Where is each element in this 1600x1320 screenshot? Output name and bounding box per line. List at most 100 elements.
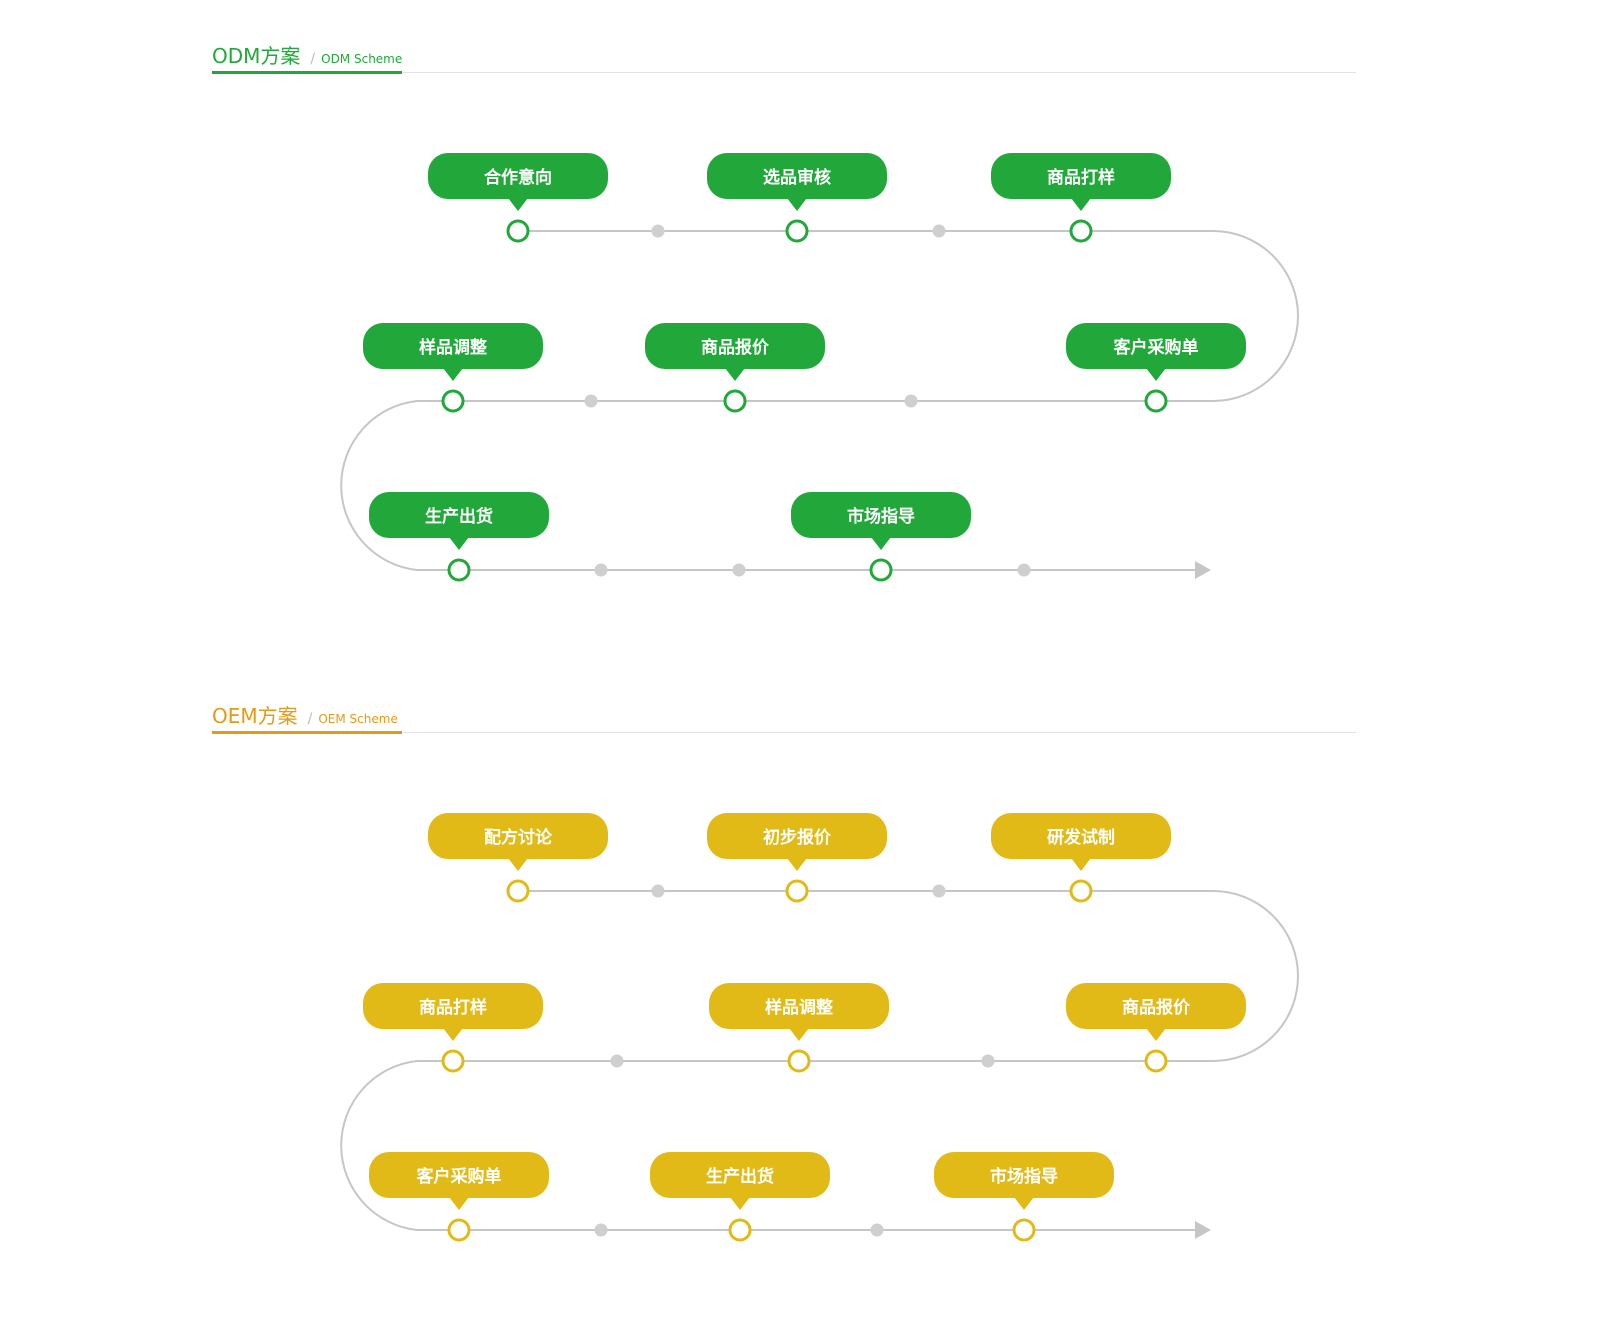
flow-dot <box>610 1054 624 1068</box>
flow-dot <box>870 1223 884 1237</box>
step-1: 配方讨论 <box>428 813 608 903</box>
step-4: 商品打样 <box>363 983 543 1073</box>
step-bubble <box>709 983 889 1029</box>
step-node <box>787 1049 811 1073</box>
step-bubble <box>1066 323 1246 369</box>
section-divider <box>212 732 1356 733</box>
step-node <box>506 219 530 243</box>
odm-steps: 合作意向 选品审核 商品打样 样品调整 <box>363 153 1246 582</box>
step-label: 合作意向 <box>484 167 552 188</box>
step-label: 客户采购单 <box>1113 337 1199 358</box>
step-label: 生产出货 <box>425 506 493 527</box>
step-8: 市场指导 <box>791 492 971 582</box>
step-bubble <box>1066 983 1246 1029</box>
oem-section-header: OEM方案 / OEM Scheme <box>212 700 1356 736</box>
step-node <box>785 219 809 243</box>
flow-dots <box>594 884 995 1237</box>
step-node <box>869 558 893 582</box>
odm-process-flow: 合作意向 选品审核 商品打样 样品调整 <box>340 153 1299 582</box>
step-label: 商品报价 <box>1122 997 1191 1018</box>
step-pointer <box>508 198 528 211</box>
step-bubble <box>991 153 1171 199</box>
step-node <box>441 389 465 413</box>
flow-dot <box>651 884 665 898</box>
step-pointer <box>1071 198 1091 211</box>
title-underline <box>212 731 402 734</box>
step-node <box>723 389 747 413</box>
odm-section-header: ODM方案/ODM Scheme <box>212 40 1356 76</box>
step-pointer <box>1014 1197 1034 1210</box>
step-bubble <box>707 153 887 199</box>
section-divider <box>212 72 1356 73</box>
flow-dot <box>651 224 665 238</box>
step-node <box>506 879 530 903</box>
flow-dot <box>584 394 598 408</box>
step-label: 商品打样 <box>419 997 487 1018</box>
step-node <box>1144 389 1168 413</box>
oem-process-flow: 配方讨论 初步报价 研发试制 商品打样 <box>340 813 1299 1242</box>
step-bubble <box>369 492 549 538</box>
step-label: 生产出货 <box>706 1166 774 1187</box>
step-bubble <box>428 153 608 199</box>
step-node <box>441 1049 465 1073</box>
step-bubble <box>791 492 971 538</box>
step-2: 选品审核 <box>707 153 887 243</box>
step-node <box>1069 219 1093 243</box>
step-pointer <box>1146 1028 1166 1041</box>
step-bubble <box>707 813 887 859</box>
step-4: 样品调整 <box>363 323 543 413</box>
step-pointer <box>449 537 469 550</box>
step-label: 样品调整 <box>419 337 487 358</box>
title-separator: / <box>307 711 313 727</box>
step-pointer <box>787 198 807 211</box>
oem-section: OEM方案 / OEM Scheme 配方讨论 <box>0 660 1600 1320</box>
step-bubble <box>363 323 543 369</box>
step-5: 商品报价 <box>645 323 825 413</box>
step-bubble <box>650 1152 830 1198</box>
flow-arrow-head <box>1195 561 1211 579</box>
step-bubble <box>369 1152 549 1198</box>
title-separator: / <box>310 51 316 67</box>
flow-path <box>340 230 1299 571</box>
step-pointer <box>443 1028 463 1041</box>
step-bubble <box>428 813 608 859</box>
step-7: 客户采购单 <box>369 1152 549 1242</box>
flow-dot <box>594 563 608 577</box>
flow-dot <box>594 1223 608 1237</box>
oem-title-text: OEM方案 <box>212 704 298 728</box>
flow-dot <box>732 563 746 577</box>
step-1: 合作意向 <box>428 153 608 243</box>
step-bubble <box>934 1152 1114 1198</box>
step-node <box>785 879 809 903</box>
step-label: 商品报价 <box>701 337 770 358</box>
step-bubble <box>645 323 825 369</box>
step-pointer <box>787 858 807 871</box>
step-pointer <box>443 368 463 381</box>
odm-subtitle-text: ODM Scheme <box>321 52 403 66</box>
flow-arrow-head <box>1195 1221 1211 1239</box>
step-pointer <box>725 368 745 381</box>
flow-dot <box>932 884 946 898</box>
step-label: 样品调整 <box>765 997 833 1018</box>
oem-subtitle-text: OEM Scheme <box>318 712 398 726</box>
step-pointer <box>1071 858 1091 871</box>
step-node <box>447 1218 471 1242</box>
step-label: 市场指导 <box>990 1166 1058 1187</box>
step-9: 市场指导 <box>934 1152 1114 1242</box>
step-6: 商品报价 <box>1066 983 1246 1073</box>
step-label: 客户采购单 <box>416 1166 502 1187</box>
oem-section-title: OEM方案 / OEM Scheme <box>212 700 398 729</box>
step-node <box>1144 1049 1168 1073</box>
step-node <box>1069 879 1093 903</box>
step-label: 选品审核 <box>763 167 831 188</box>
step-node <box>1012 1218 1036 1242</box>
step-bubble <box>991 813 1171 859</box>
flow-dot <box>981 1054 995 1068</box>
step-pointer <box>789 1028 809 1041</box>
flow-dots <box>584 224 1031 577</box>
step-label: 配方讨论 <box>484 827 553 848</box>
odm-section: ODM方案/ODM Scheme 合作意向 <box>212 40 1356 582</box>
step-node <box>447 558 471 582</box>
flow-dot <box>932 224 946 238</box>
oem-steps: 配方讨论 初步报价 研发试制 商品打样 <box>363 813 1246 1242</box>
